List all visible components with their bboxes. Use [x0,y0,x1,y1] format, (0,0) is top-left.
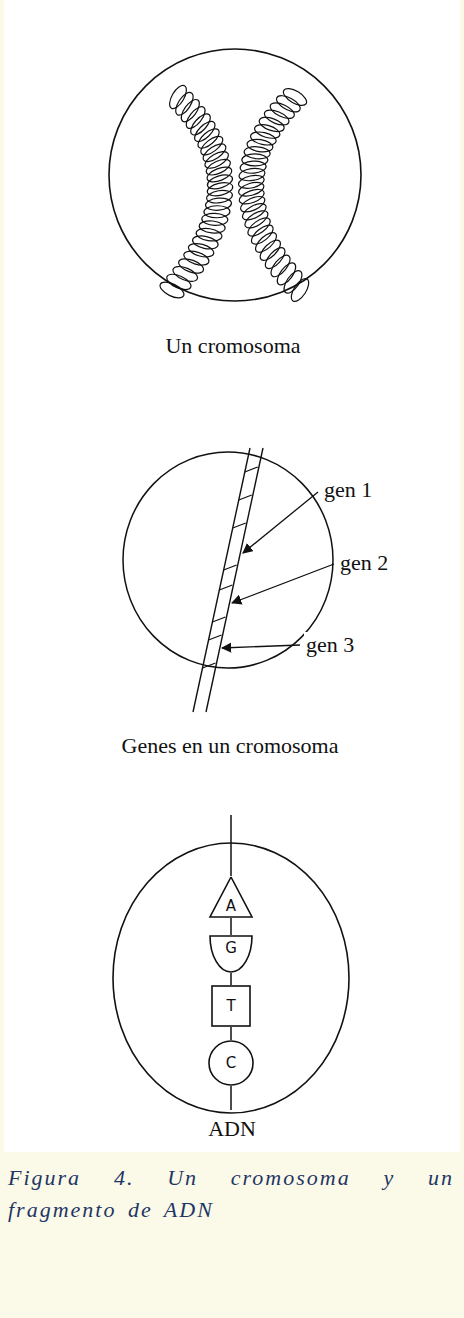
coil-loop [202,213,228,226]
base-symbol: G [209,935,253,973]
figure-title: Un cromosoma [163,333,302,359]
coil-loop [187,241,215,259]
dna-backbone [230,918,232,935]
dna-strand [230,815,232,876]
coil-loop [183,104,209,132]
bowl-shape [210,936,252,972]
base-letter: T [226,998,235,1015]
chromosome-strand [193,448,263,712]
leader-arrow [243,492,318,553]
figure-title: Genes en un cromosoma [120,733,341,759]
dna-backbone [230,973,232,985]
base-symbol: T [211,985,251,1027]
coil-loop [195,227,223,243]
gene-boundary [245,467,258,472]
coil-loop [205,197,232,211]
coil-loop [253,122,281,141]
circle-shape [209,1041,253,1085]
leader-arrow [222,645,300,648]
strand-edge [193,448,250,712]
gene-boundary [219,585,232,590]
gene-boundary [224,565,237,570]
coil-loop [242,154,268,166]
coil-loop [252,229,279,255]
zoom-circle [123,452,333,668]
gene-boundary [203,663,216,668]
coil-loop [206,180,234,198]
page-panel [4,0,460,1152]
gene-boundary [239,495,252,500]
coil-loop [177,256,206,276]
gene-label: gen 2 [338,550,390,576]
coil-loop [288,276,312,304]
base-symbol: C [208,1040,254,1086]
figure-title: ADN [206,1116,258,1142]
coil-loop [172,90,196,118]
figure-caption: Figura 4. Un cromosoma y un fragmento de… [8,1162,454,1226]
coil-loop [158,279,187,301]
coil-loop [245,215,273,240]
chromosome-coils [158,83,312,304]
coil-loop [238,167,265,182]
dna-backbone [230,1027,232,1040]
base-letter: G [225,940,237,957]
gene-label: gen 3 [304,632,356,658]
base-symbol: A [209,876,253,918]
base-letter: C [226,1055,236,1072]
coil-loop [182,248,210,267]
gene-boundary [209,635,222,640]
zoom-circle [109,49,361,301]
coil-loop [248,222,276,248]
coil-loop [199,220,226,235]
gene-boundary [233,523,246,528]
triangle-shape [210,877,252,917]
zoom-circle [113,843,349,1113]
coil-loop [274,260,299,288]
coil-loop [191,234,219,251]
coil-loop [187,111,213,138]
square-shape [212,986,250,1026]
leader-arrow [232,564,334,603]
coil-loop [206,189,234,205]
coil-loop [257,237,284,264]
dna-strand [230,1086,232,1110]
gene-label: gen 1 [322,477,374,503]
gene-boundary [212,617,225,622]
strand-edge [206,448,263,712]
coil-loop [178,97,203,125]
coil-loop [249,130,277,147]
coil-loop [240,200,269,223]
base-letter: A [226,898,236,915]
coil-loop [206,172,234,191]
coil-loop [240,160,267,174]
